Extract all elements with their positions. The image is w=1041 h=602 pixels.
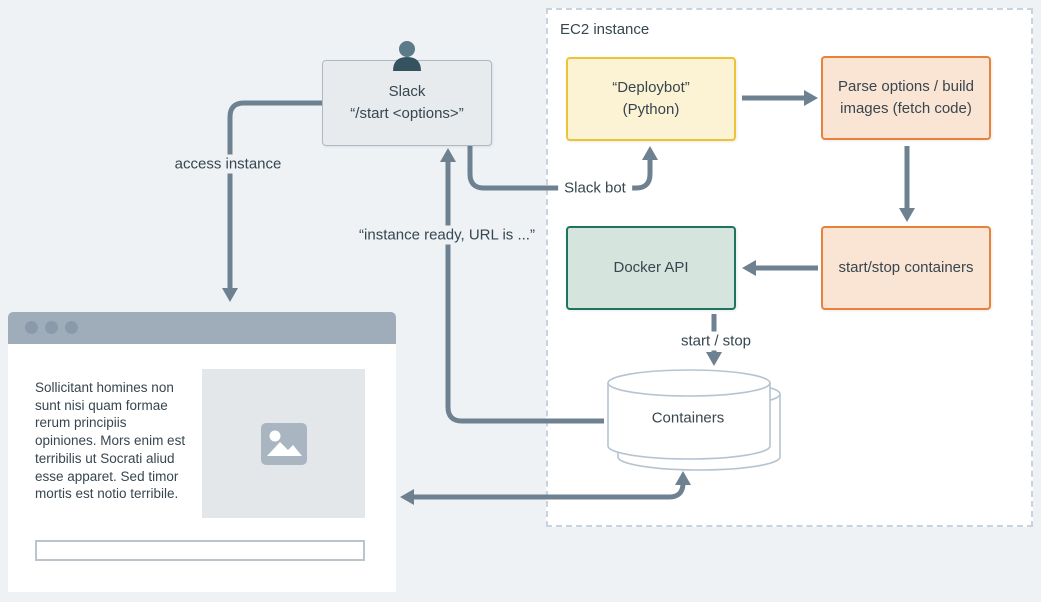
window-dot-icon xyxy=(25,321,38,334)
arrowhead-down xyxy=(222,288,238,302)
window-controls-icon xyxy=(25,321,78,334)
person-icon xyxy=(393,41,421,71)
node-slack-command: Slack “/start <options>” xyxy=(322,60,492,146)
node-docker-api: Docker API xyxy=(566,226,736,310)
ec2-instance-label: EC2 instance xyxy=(560,21,650,38)
window-dot-icon xyxy=(65,321,78,334)
node-parse-build: Parse options / build images (fetch code… xyxy=(821,56,991,140)
edge-label-instance-ready: “instance ready, URL is ...” xyxy=(353,225,541,245)
edge-label-start-stop: start / stop xyxy=(674,331,758,351)
browser-input-field xyxy=(35,540,365,561)
arrowhead-left xyxy=(742,260,756,276)
deploybot-subtitle: (Python) xyxy=(622,101,680,118)
node-start-stop-containers: start/stop containers xyxy=(821,226,991,310)
containers-label: Containers xyxy=(651,409,725,427)
arrowhead-up xyxy=(675,471,691,485)
arrowhead-right xyxy=(804,90,818,106)
arrowhead-up xyxy=(642,146,658,160)
containers-cylinder-icon xyxy=(607,369,781,471)
arrowhead-up xyxy=(440,148,456,162)
node-deploybot: “Deploybot” (Python) xyxy=(566,57,736,141)
window-dot-icon xyxy=(45,321,58,334)
arrowhead-down xyxy=(706,352,722,366)
image-icon xyxy=(260,422,307,465)
arrowhead-down xyxy=(899,208,915,222)
edge-containers-browser xyxy=(414,482,686,500)
docker-api-label: Docker API xyxy=(613,259,689,276)
edge-access-instance xyxy=(227,100,322,290)
browser-title-bar xyxy=(8,312,396,344)
image-placeholder xyxy=(202,369,365,518)
edge-label-access-instance: access instance xyxy=(168,154,288,174)
browser-body-text: Sollicitant homines non sunt nisi quam f… xyxy=(35,380,186,502)
slack-node-command: “/start <options>” xyxy=(350,105,464,122)
deploybot-title: “Deploybot” xyxy=(612,79,690,96)
edge-instance-ready xyxy=(445,162,604,424)
parse-build-label: Parse options / build images (fetch code… xyxy=(838,78,974,117)
browser-window: Sollicitant homines non sunt nisi quam f… xyxy=(8,312,396,592)
start-stop-containers-label: start/stop containers xyxy=(838,259,974,276)
arrowhead-left xyxy=(400,489,414,505)
edge-label-slack-bot: Slack bot xyxy=(558,178,632,198)
slack-node-title: Slack xyxy=(388,83,426,100)
